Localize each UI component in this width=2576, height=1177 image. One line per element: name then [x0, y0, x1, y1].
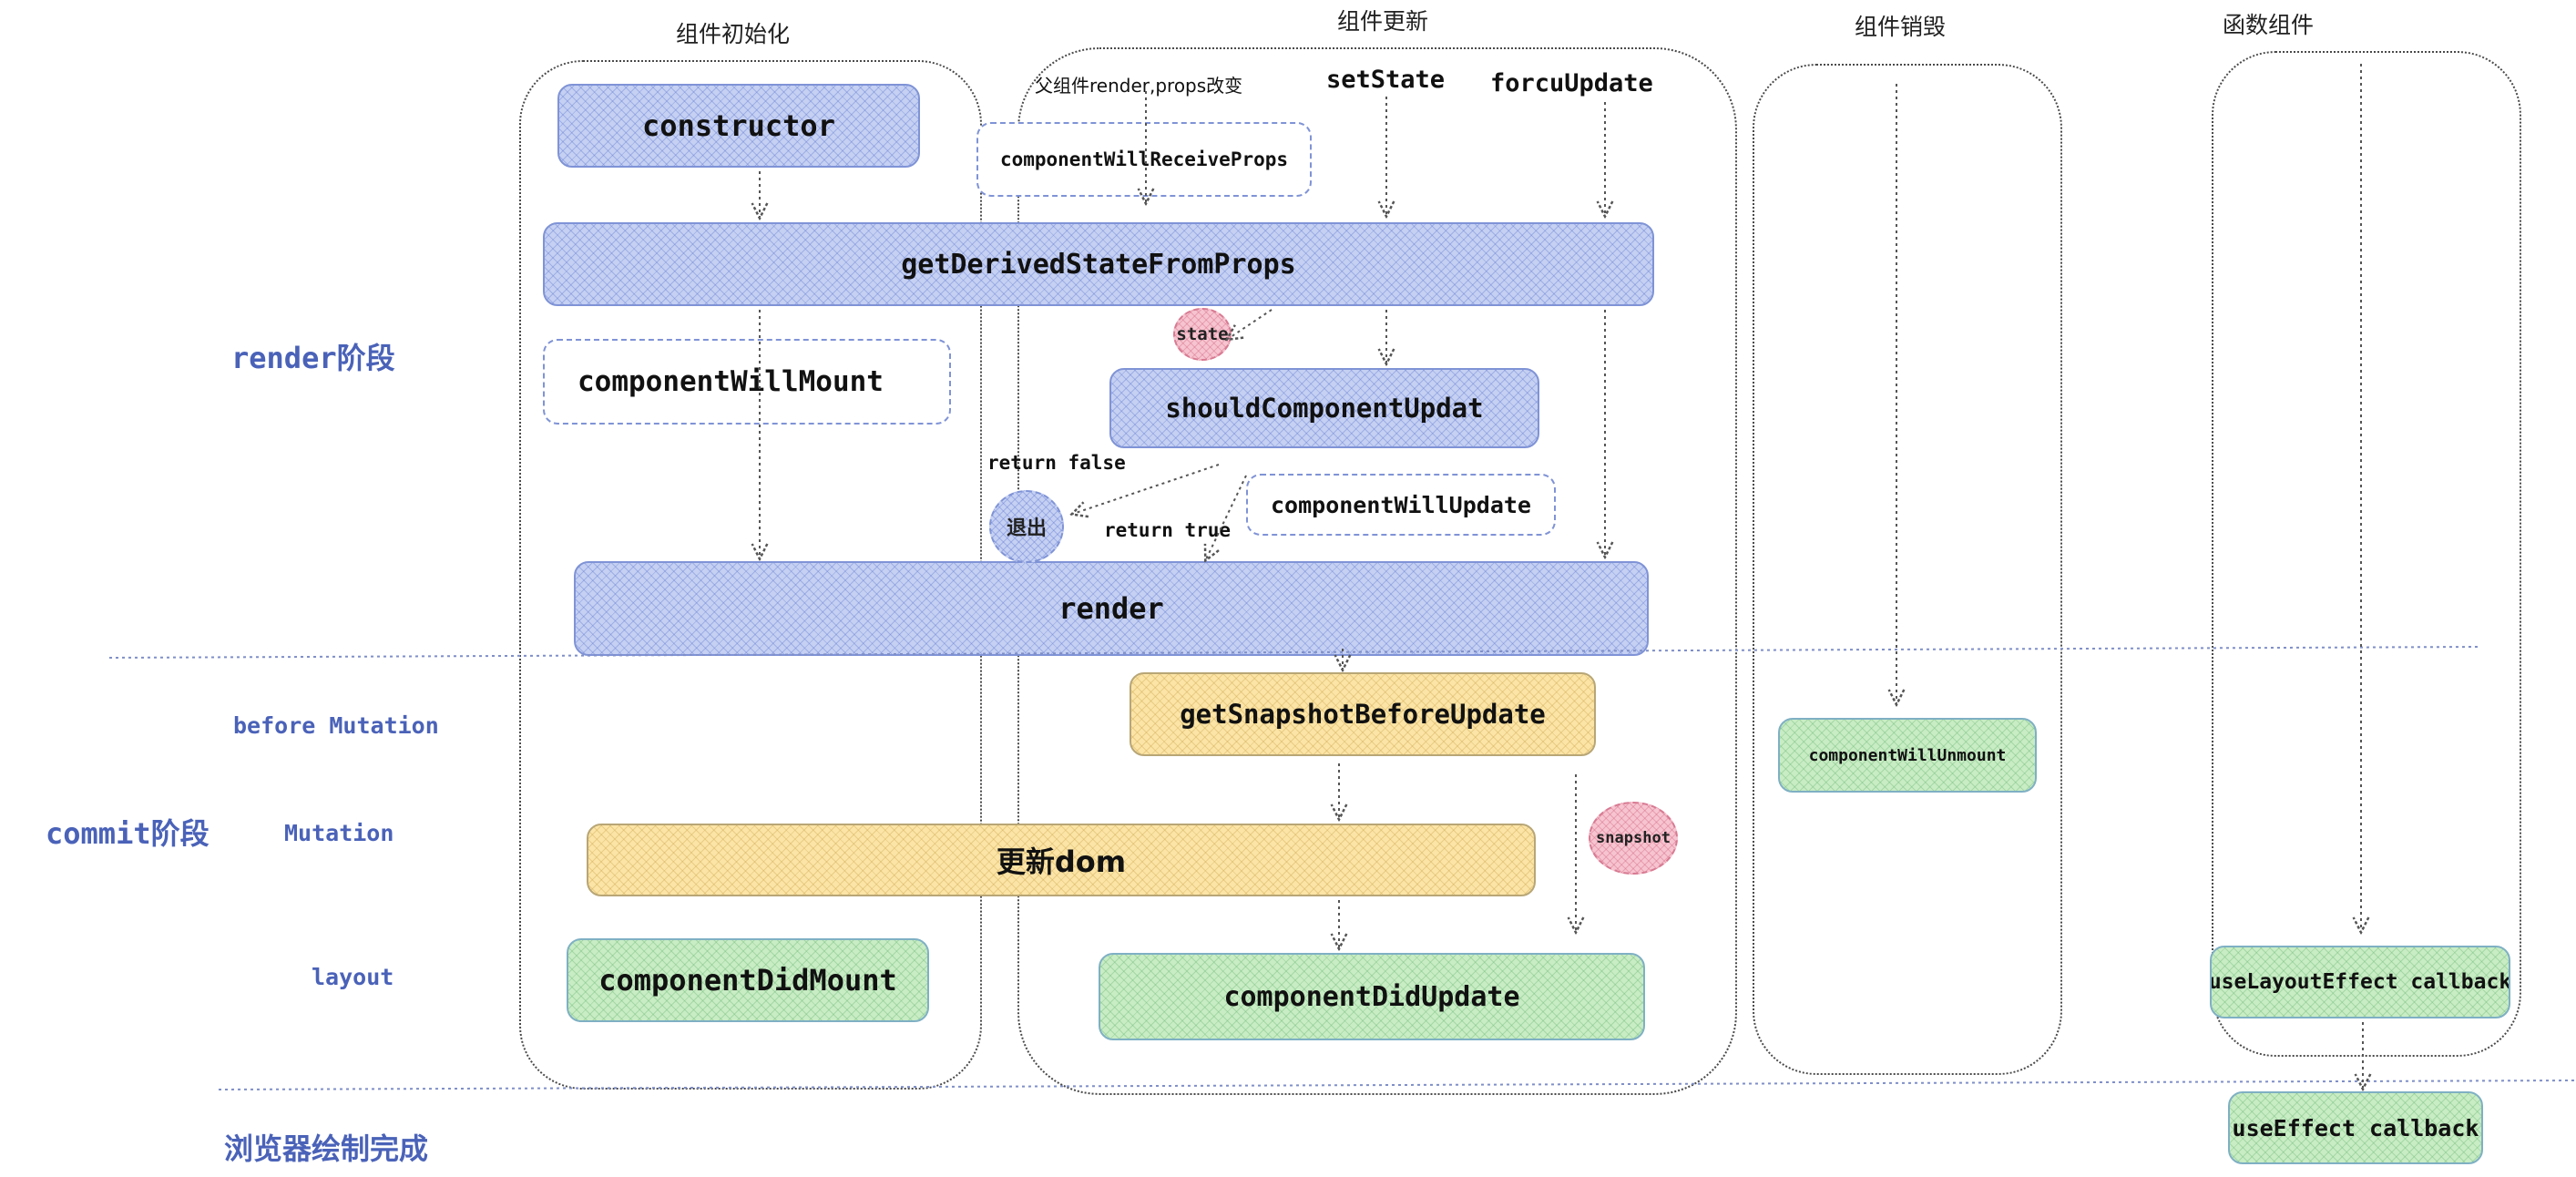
trigger-setstate: setState: [1326, 66, 1446, 94]
component-will-unmount-box: componentWillUnmount: [1778, 718, 2037, 793]
component-will-mount-box: componentWillMount: [543, 339, 951, 425]
column-title-update: 组件更新: [1337, 8, 1429, 35]
column-unmount: [1753, 64, 2062, 1075]
get-derived-state-from-props-box: getDerivedStateFromProps: [543, 222, 1654, 306]
phase-label-commit: commit阶段: [46, 816, 210, 851]
phase-label-paint: 浏览器绘制完成: [224, 1131, 429, 1166]
return-true-label: return true: [1104, 519, 1232, 541]
component-did-update-box: componentDidUpdate: [1099, 953, 1645, 1040]
phase-label-mutation: Mutation: [284, 820, 394, 846]
use-effect-callback-box: useEffect callback: [2228, 1091, 2483, 1164]
phase-label-layout: layout: [312, 964, 394, 990]
constructor-box: constructor: [557, 84, 920, 168]
render-commit-separator: [108, 646, 2479, 659]
column-title-init: 组件初始化: [676, 21, 791, 47]
arrow-derived-to-state: [1228, 309, 1273, 339]
component-will-receive-props-box: componentWillReceiveProps: [976, 122, 1312, 197]
arrow-return-true-to-render: [1206, 475, 1247, 559]
component-will-update-box: componentWillUpdate: [1246, 474, 1556, 536]
commit-paint-separator: [218, 1080, 2576, 1090]
component-did-mount-box: componentDidMount: [567, 938, 929, 1022]
column-title-function: 函数组件: [2223, 12, 2315, 38]
trigger-parent-render: 父组件render,props改变: [1035, 75, 1243, 97]
get-snapshot-before-update-box: getSnapshotBeforeUpdate: [1130, 672, 1596, 756]
column-function: [2212, 51, 2521, 1057]
column-title-unmount: 组件销毁: [1855, 14, 1947, 40]
phase-label-render: render阶段: [231, 341, 395, 375]
trigger-forceupdate: forcuUpdate: [1490, 69, 1653, 97]
phase-label-before-mutation: before Mutation: [233, 712, 439, 739]
render-box: render: [574, 561, 1649, 656]
arrow-return-false-to-exit: [1073, 464, 1220, 514]
return-false-label: return false: [987, 452, 1126, 474]
use-layout-effect-callback-box: useLayoutEffect callback: [2210, 946, 2510, 1018]
update-dom-box: 更新dom: [587, 824, 1536, 896]
exit-circle: 退出: [989, 490, 1064, 563]
should-component-update-box: shouldComponentUpdat: [1109, 368, 1539, 448]
snapshot-circle: snapshot: [1589, 802, 1678, 875]
